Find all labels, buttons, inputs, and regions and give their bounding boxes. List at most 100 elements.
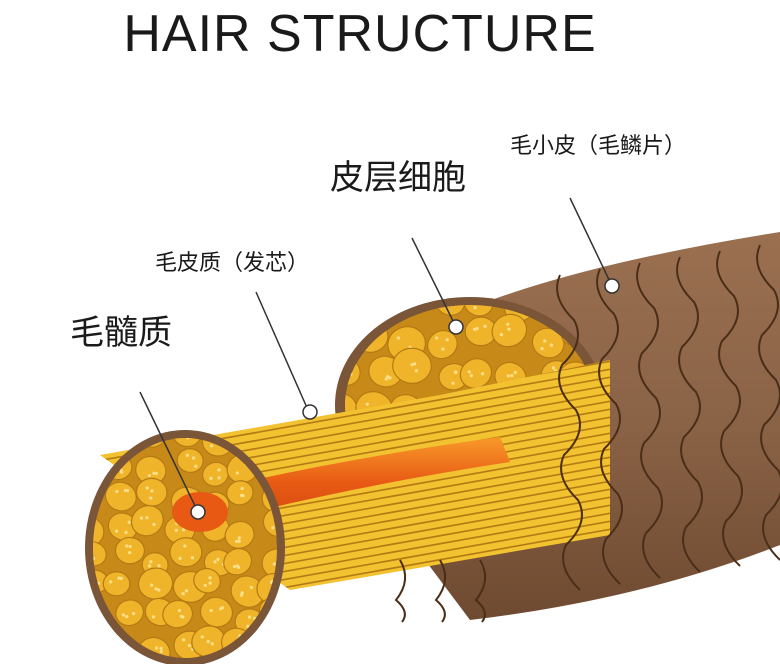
label-cortex-cells: 皮层细胞 [330, 158, 466, 198]
cell-granule [128, 544, 132, 549]
cortex-cell [463, 305, 494, 317]
cell-granule [217, 468, 221, 472]
cell-granule [118, 438, 122, 439]
cell-granule [240, 486, 244, 491]
cell-granule [124, 530, 128, 535]
cuticle-scale-line [596, 268, 623, 585]
label-medulla: 毛髓质 [70, 313, 172, 353]
cell-granule [236, 427, 239, 430]
cell-granule [435, 336, 439, 340]
cell-granule [480, 372, 485, 376]
cortex-cell [223, 548, 253, 576]
cell-granule [150, 489, 154, 493]
cell-granule [454, 370, 458, 375]
cell-granule [93, 431, 96, 434]
cell-granule [139, 516, 144, 520]
cell-granule [127, 520, 131, 524]
cell-granule [247, 615, 252, 619]
cell-granule [159, 649, 163, 654]
cell-granule [93, 643, 96, 647]
cell-granule [232, 564, 237, 569]
cell-granule [200, 635, 204, 639]
cell-granule [101, 640, 106, 644]
cortex-cell [345, 305, 361, 321]
cell-granule [249, 585, 253, 589]
cell-granule [404, 297, 407, 300]
cortex-fiber-line [100, 523, 610, 590]
cell-granule [386, 375, 390, 379]
leader-line-cortex-cells [411, 237, 457, 328]
cell-granule [187, 644, 191, 648]
cell-granule [473, 305, 477, 310]
cortex-cell [226, 480, 254, 506]
cell-granule [145, 516, 149, 520]
cell-granule [184, 589, 189, 593]
cell-granule [111, 646, 115, 650]
cell-granule [365, 402, 369, 406]
cell-granule [396, 336, 401, 340]
cortex-cell [345, 315, 363, 347]
cell-granule [220, 606, 225, 610]
cuticle-scale-line [676, 256, 703, 573]
cell-granule [374, 307, 378, 312]
cell-granule [154, 646, 159, 650]
marker-cortex-cells [448, 319, 464, 335]
cell-granule [209, 608, 213, 613]
cell-granule [513, 370, 517, 375]
cuticle-scale-line [636, 262, 663, 579]
cell-granule [208, 581, 212, 585]
cortex-cell [102, 571, 131, 597]
cell-granule [543, 339, 547, 343]
cell-granule [128, 551, 132, 555]
cell-granule [540, 346, 544, 351]
cell-granule [216, 557, 220, 561]
cell-granule [272, 562, 276, 566]
cell-granule [150, 583, 154, 587]
cell-granule [210, 642, 214, 646]
cell-granule [149, 560, 153, 564]
cell-granule [87, 488, 90, 491]
leader-line-cuticle [569, 197, 613, 287]
cell-granule [388, 376, 392, 380]
cell-granule [246, 624, 250, 628]
cell-granule [469, 374, 473, 378]
cell-granule [154, 587, 158, 591]
cell-granule [237, 539, 241, 543]
cell-granule [475, 326, 479, 331]
cortex-cell [93, 516, 105, 549]
cortex-cell [114, 536, 146, 565]
cell-granule [125, 438, 129, 441]
cell-granule [549, 343, 553, 347]
cell-granule [274, 656, 277, 658]
cell-granule [121, 613, 125, 617]
cell-granule [179, 614, 183, 618]
cell-granule [159, 646, 163, 650]
cell-granule [208, 576, 212, 580]
page-title: HAIR STRUCTURE [123, 5, 597, 63]
cell-granule [551, 366, 556, 370]
cell-granule [191, 456, 196, 460]
cell-granule [190, 556, 195, 560]
cell-granule [376, 305, 380, 306]
cell-granule [217, 476, 221, 480]
cell-granule [281, 654, 284, 657]
cell-granule [272, 611, 276, 615]
cortex-cell [93, 632, 112, 657]
marker-cuticle [604, 278, 620, 294]
cell-granule [111, 647, 116, 651]
cell-granule [237, 536, 241, 540]
cell-granule [101, 617, 105, 622]
cell-granule [345, 305, 346, 308]
cell-granule [131, 611, 136, 616]
cell-granule [116, 641, 120, 646]
cell-granule [84, 468, 87, 471]
marker-medulla [190, 504, 206, 520]
cell-granule [499, 332, 504, 337]
cell-granule [149, 496, 153, 500]
cell-granule [109, 580, 113, 584]
cell-granule [93, 639, 96, 643]
cell-granule [152, 471, 156, 475]
cell-granule [340, 328, 343, 331]
cell-granule [506, 374, 510, 378]
cortex-cell [115, 599, 145, 627]
